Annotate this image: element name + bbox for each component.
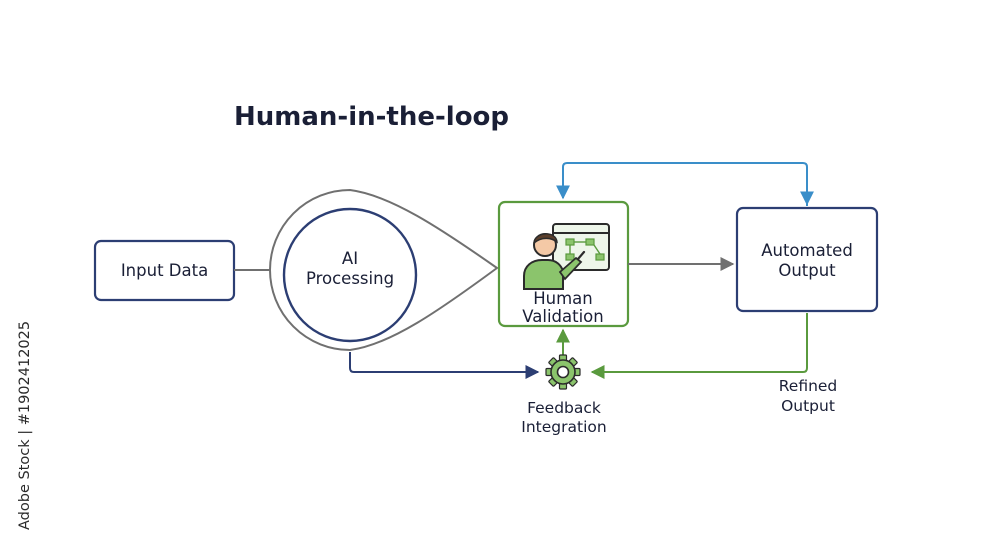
node-human-validation-label-2: Validation — [522, 307, 603, 326]
stock-watermark: Adobe Stock | #1902412025 — [17, 321, 33, 530]
node-ai-processing-label-2: Processing — [306, 269, 394, 288]
edge-ai-to-feedback — [349, 352, 540, 379]
node-human-validation: Human Validation — [497, 200, 630, 328]
gear-icon — [545, 354, 581, 390]
edge-top-loop — [556, 162, 808, 206]
node-automated-output-label-1: Automated — [761, 241, 853, 260]
node-input-data-label: Input Data — [121, 261, 208, 280]
node-input-data: Input Data — [93, 239, 236, 302]
node-ai-processing: AI Processing — [282, 207, 418, 343]
node-feedback-label-1: Feedback — [527, 399, 601, 417]
node-feedback-label-2: Integration — [521, 418, 606, 436]
node-automated-output: Automated Output — [735, 206, 879, 313]
node-ai-processing-label-1: AI — [342, 249, 358, 268]
edge-refined-label-1: Refined — [779, 377, 838, 395]
edge-refined-label-2: Output — [781, 397, 835, 415]
node-human-validation-label-1: Human — [533, 289, 593, 308]
page-title: Human-in-the-loop — [234, 102, 509, 132]
node-automated-output-label-2: Output — [778, 261, 836, 280]
person-pointing-at-screen-icon — [523, 223, 610, 290]
edge-refined-to-feedback — [590, 313, 808, 379]
